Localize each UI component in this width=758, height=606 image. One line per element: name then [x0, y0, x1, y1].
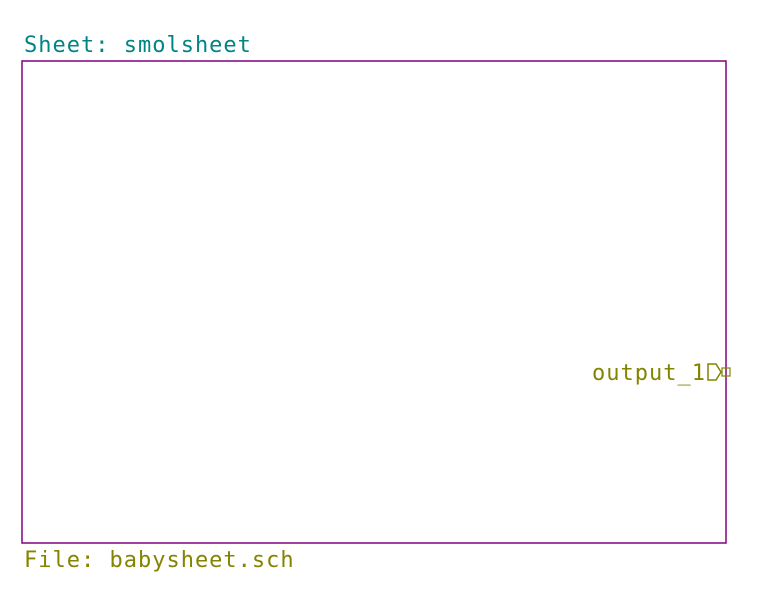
sheet-file-label: File: babysheet.sch — [24, 548, 295, 573]
sheet-name-label: Sheet: smolsheet — [24, 33, 252, 58]
hierarchical-sheet-box[interactable] — [21, 60, 727, 544]
pin-connection-point[interactable] — [721, 367, 731, 377]
output-pin-arrow-icon[interactable] — [707, 363, 722, 381]
sheet-pin-label: output_1 — [592, 361, 706, 386]
